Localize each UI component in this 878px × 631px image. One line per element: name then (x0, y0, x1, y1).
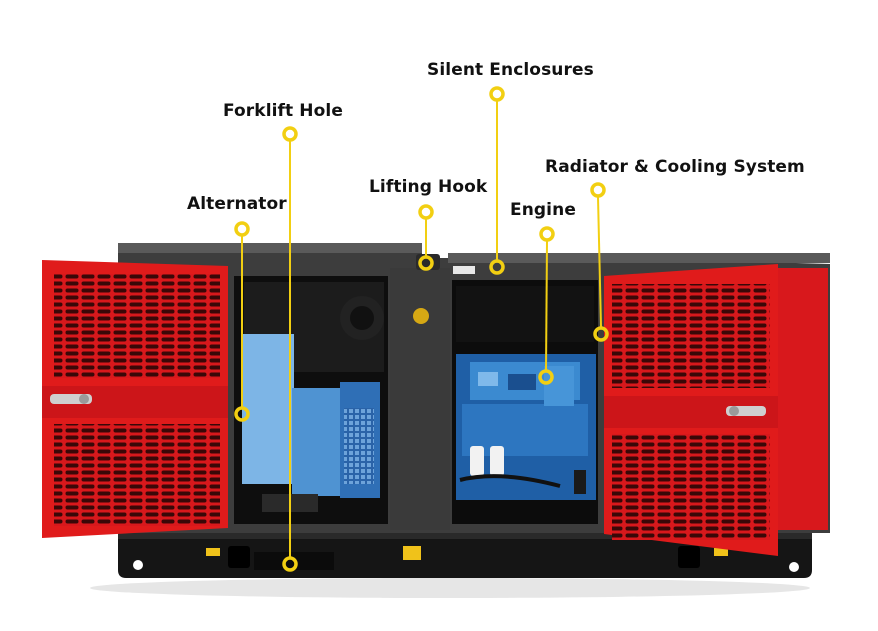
right-door (604, 264, 778, 556)
callout-label-engine: Engine (510, 200, 576, 220)
engine-bay (452, 280, 598, 524)
engine-target (538, 369, 554, 385)
radiator-target (593, 326, 609, 342)
engine-marker (539, 226, 555, 242)
silent-enclosures-target (489, 259, 505, 275)
silent-enclosures-marker (489, 86, 505, 102)
alternator-target (234, 406, 250, 422)
forklift-hole-marker (282, 126, 298, 142)
radiator-leader (597, 196, 602, 328)
lifting-hook-target (418, 255, 434, 271)
callout-label-alternator: Alternator (187, 194, 287, 214)
engine-leader (545, 240, 548, 371)
lifting-hook-marker (418, 204, 434, 220)
callout-label-silent-enclosures: Silent Enclosures (427, 60, 594, 80)
alternator-bay (234, 276, 388, 524)
callout-markers (234, 86, 609, 572)
alternator-marker (234, 221, 250, 237)
radiator-marker (590, 182, 606, 198)
forklift-hole-target (282, 556, 298, 572)
callout-label-radiator-cooling-system: Radiator & Cooling System (545, 157, 805, 177)
callout-label-lifting-hook: Lifting Hook (369, 177, 488, 197)
callout-label-forklift-hole: Forklift Hole (223, 101, 343, 121)
left-door (42, 260, 228, 538)
